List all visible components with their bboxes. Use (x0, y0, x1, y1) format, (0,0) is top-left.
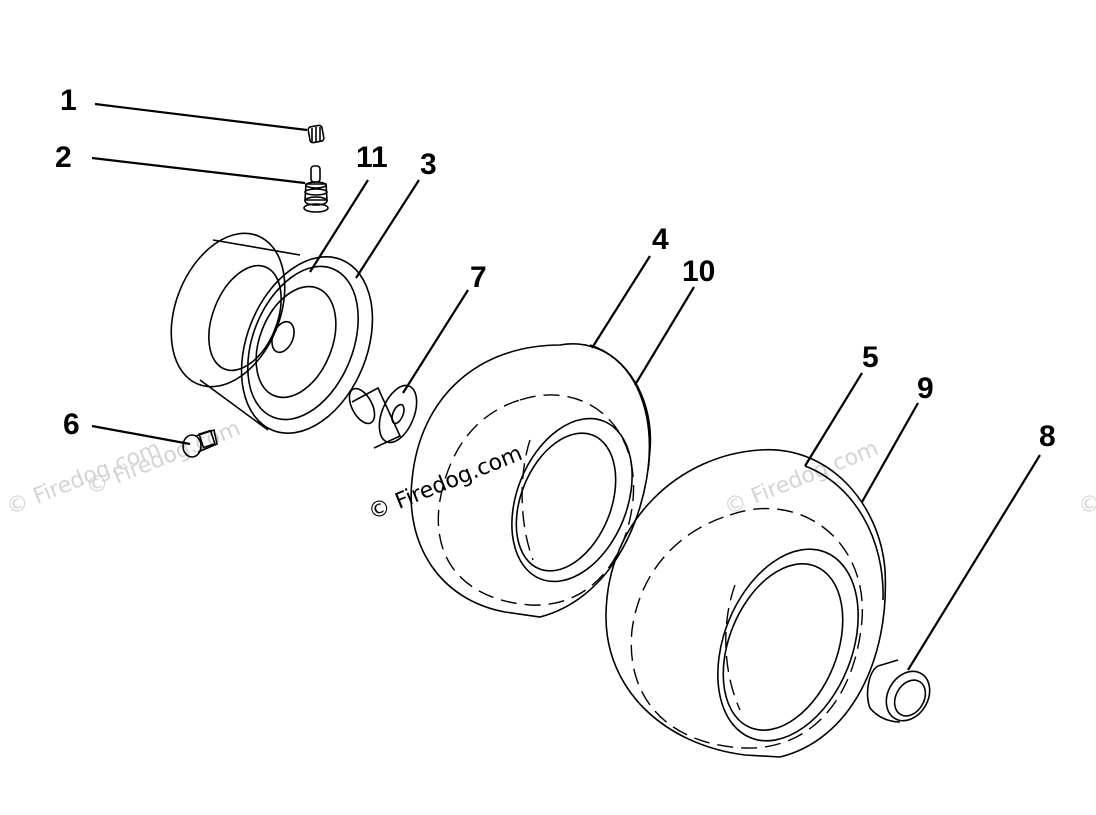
bushing-part (348, 384, 418, 449)
leader-7 (402, 289, 469, 394)
hub-cap-part (866, 659, 931, 723)
leader-5 (804, 372, 863, 467)
callout-8: 8 (1039, 420, 1056, 453)
watermark-main: © Firedog.com (365, 441, 526, 525)
leader-1 (94, 102, 308, 132)
callout-4: 4 (652, 223, 669, 256)
leader-4 (591, 255, 651, 349)
callout-11: 11 (356, 141, 388, 174)
leader-lines (91, 102, 1041, 671)
callout-5: 5 (862, 341, 879, 374)
watermark-faint-edge: © Firedog.com (1075, 436, 1096, 520)
callout-7: 7 (470, 261, 487, 294)
leader-9 (861, 402, 919, 503)
callout-3: 3 (420, 148, 437, 181)
leader-2 (91, 156, 306, 185)
grease-fitting-part (182, 428, 218, 458)
faint-watermarks: © Firedog.com © Firedog.com © Firedog.co… (3, 416, 1096, 520)
callout-1: 1 (60, 84, 77, 117)
callout-9: 9 (917, 372, 934, 405)
wheel-rim-part (170, 232, 374, 435)
leader-8 (907, 454, 1041, 671)
callout-numbers: 1 2 11 3 7 4 10 5 9 6 8 (55, 84, 1056, 453)
callout-6: 6 (63, 408, 80, 441)
front-tire-part (410, 343, 652, 618)
callout-2: 2 (55, 141, 72, 174)
callout-10: 10 (682, 255, 715, 288)
valve-cap-part (307, 124, 325, 144)
leader-10 (634, 286, 695, 386)
leader-3 (355, 179, 420, 279)
rear-tire-part (605, 449, 887, 758)
leader-6 (91, 424, 191, 446)
leader-11 (309, 179, 369, 273)
valve-stem-part (303, 165, 329, 213)
